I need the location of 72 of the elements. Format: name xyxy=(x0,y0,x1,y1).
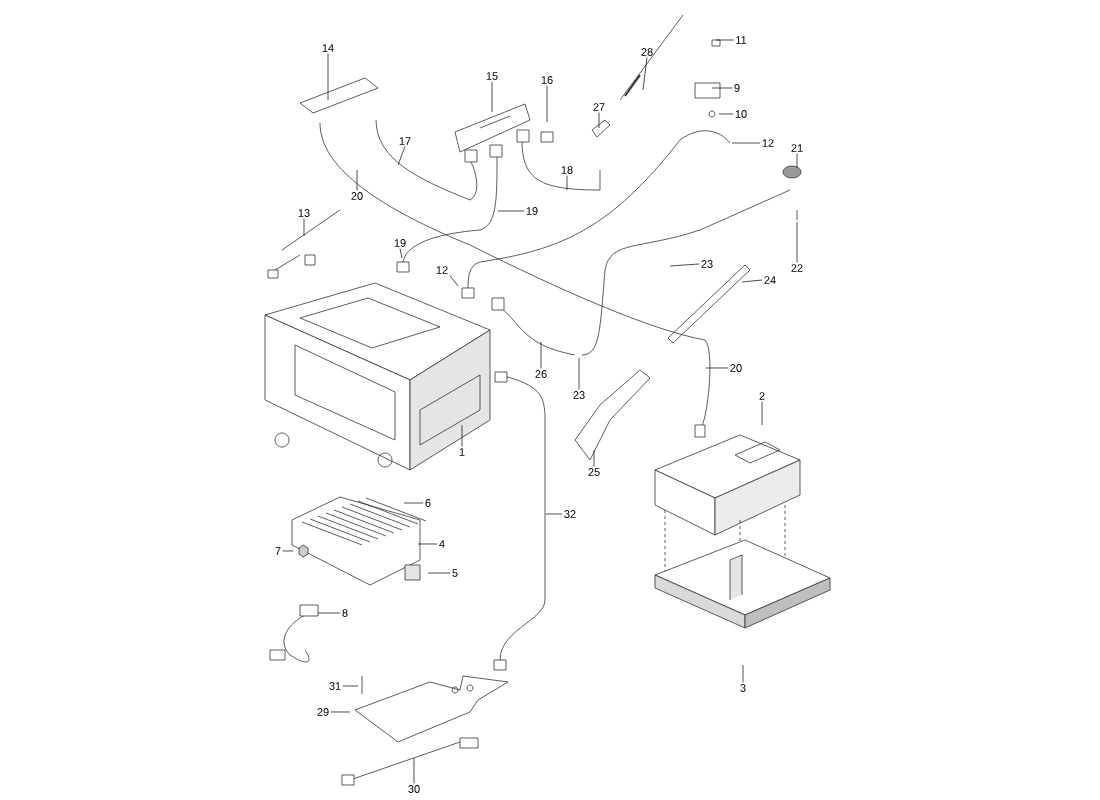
leader-line xyxy=(598,112,600,129)
callout-number: 10 xyxy=(735,110,747,118)
callout-number: 14 xyxy=(322,44,334,52)
leader-line xyxy=(731,142,761,144)
leader-line xyxy=(711,87,733,89)
leader-line xyxy=(403,502,424,504)
leader-line xyxy=(566,175,568,191)
callout-number: 6 xyxy=(425,499,431,507)
leader-line xyxy=(330,711,351,713)
callout-number: 20 xyxy=(351,192,363,200)
leader-line xyxy=(417,543,438,545)
leader-line xyxy=(461,424,463,447)
leader-line xyxy=(545,513,563,515)
leader-line xyxy=(669,263,700,267)
callout-number: 16 xyxy=(541,76,553,84)
callout-number: 31 xyxy=(329,682,341,690)
leader-line xyxy=(796,221,798,263)
callout-number: 1 xyxy=(459,448,465,456)
callout-number: 17 xyxy=(399,137,411,145)
callout-number: 5 xyxy=(452,569,458,577)
leader-line xyxy=(397,146,406,166)
callout-number: 12 xyxy=(762,139,774,147)
callout-number: 29 xyxy=(317,708,329,716)
leader-line xyxy=(761,401,763,426)
callout-number: 20 xyxy=(730,364,742,372)
callout-number: 25 xyxy=(588,468,600,476)
callout-number: 26 xyxy=(535,370,547,378)
leader-line xyxy=(491,81,493,113)
callout-number: 19 xyxy=(394,239,406,247)
leader-line xyxy=(497,210,525,212)
callout-number: 11 xyxy=(736,36,747,44)
leader-line xyxy=(342,685,359,687)
leader-line xyxy=(427,572,451,574)
callout-number: 12 xyxy=(436,266,448,274)
leader-line xyxy=(742,664,744,683)
callout-number: 13 xyxy=(298,209,310,217)
callout-number: 9 xyxy=(734,84,740,92)
leader-line xyxy=(715,39,734,41)
leader-line xyxy=(705,367,729,369)
callout-number: 18 xyxy=(561,166,573,174)
leader-line xyxy=(303,218,305,237)
leader-line xyxy=(399,248,403,259)
leader-line xyxy=(578,357,580,390)
callout-number: 24 xyxy=(764,276,776,284)
callout-number: 7 xyxy=(275,547,281,555)
callout-number: 3 xyxy=(740,684,746,692)
callout-number: 32 xyxy=(564,510,576,518)
callout-number: 21 xyxy=(791,144,803,152)
leader-line xyxy=(282,550,294,552)
leader-line xyxy=(718,113,734,115)
callout-number: 22 xyxy=(791,264,803,272)
callout-number: 23 xyxy=(573,391,585,399)
callout-number: 23 xyxy=(701,260,713,268)
leader-line xyxy=(413,757,415,784)
callout-number: 30 xyxy=(408,785,420,793)
callout-number: 27 xyxy=(593,103,605,111)
callout-number: 19 xyxy=(526,207,538,215)
leader-line xyxy=(642,57,648,91)
leader-line xyxy=(327,53,329,101)
callout-number: 15 xyxy=(486,72,498,80)
leader-line xyxy=(546,85,548,123)
leader-line xyxy=(741,279,763,283)
leader-line xyxy=(449,275,459,287)
callout-number: 4 xyxy=(439,540,445,548)
callout-number: 28 xyxy=(641,48,653,56)
leader-line xyxy=(796,153,798,169)
leader-line xyxy=(540,341,542,369)
leader-line xyxy=(356,169,358,191)
callout-number: 8 xyxy=(342,609,348,617)
leader-line xyxy=(593,449,595,467)
callout-number: 2 xyxy=(759,392,765,400)
leader-line xyxy=(317,612,341,614)
